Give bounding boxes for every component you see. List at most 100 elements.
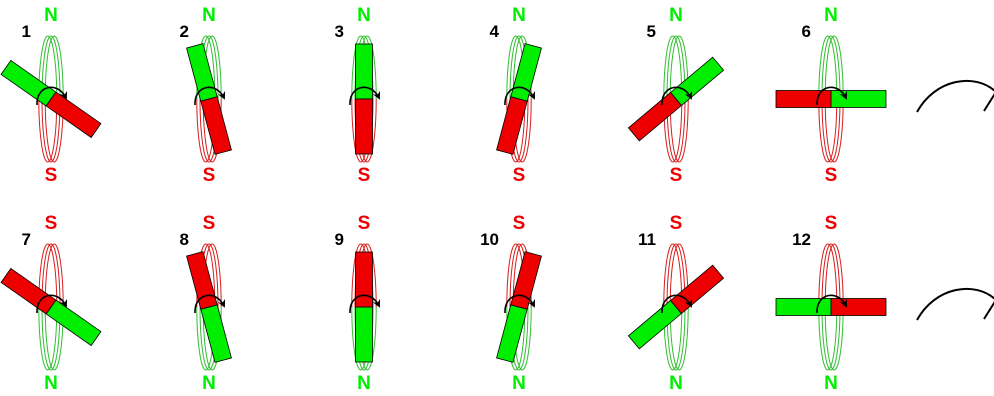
- coil-loop-top: [663, 243, 683, 308]
- bar-magnet: [627, 56, 725, 142]
- coil-loop-top: [669, 243, 689, 308]
- magnet-half-green: [627, 299, 683, 350]
- top-pole-label: S: [670, 213, 683, 234]
- row-arrows-layer: [916, 79, 994, 321]
- coil: [663, 243, 689, 371]
- magnet-half-green: [669, 56, 725, 107]
- coil: [38, 35, 64, 163]
- frame-number: 12: [792, 230, 811, 249]
- magnet-half-green: [355, 43, 373, 100]
- coil-loop-bottom: [38, 306, 58, 371]
- top-pole-label: S: [825, 213, 838, 234]
- magnet-half-green: [496, 304, 528, 363]
- coil-loop-top: [38, 243, 58, 308]
- coil-loop-top: [818, 35, 838, 100]
- pivot-rotation-arrow: [194, 294, 226, 314]
- magnet-half-green: [355, 306, 373, 363]
- magnet-half-green: [775, 298, 832, 316]
- magnet-half-red: [200, 96, 232, 155]
- bar-magnet: [775, 90, 887, 108]
- magnet-half-green: [0, 59, 57, 107]
- magnet-half-red: [496, 96, 528, 155]
- bar-magnet: [355, 251, 373, 363]
- frame-3: 3NS: [335, 5, 381, 186]
- bottom-pole-label: S: [825, 165, 838, 186]
- coil-loop-bottom: [41, 98, 61, 163]
- top-pole-label: S: [513, 213, 526, 234]
- frame-1: 1NS: [0, 5, 102, 186]
- bottom-pole-label: N: [202, 373, 216, 394]
- coil-loop-top: [666, 35, 686, 100]
- magnet-half-green: [186, 43, 218, 102]
- frame-4: 4N S: [490, 5, 542, 186]
- coil-loop-top: [821, 35, 841, 100]
- magnet-half-red: [775, 90, 832, 108]
- rotation-arrow-row-1: [916, 79, 994, 113]
- coil-loop-bottom: [821, 306, 841, 371]
- rotation-arrow-row-1-head: [983, 93, 994, 112]
- bottom-pole-label: S: [358, 165, 371, 186]
- coil-loop-top: [44, 243, 64, 308]
- frame-8: 8SN: [180, 213, 232, 394]
- frame-number: 5: [647, 22, 656, 41]
- bar-magnet: [627, 264, 725, 350]
- magnet-half-green: [200, 304, 232, 363]
- pivot-rotation-arrow: [504, 86, 536, 106]
- coil-loop-bottom: [821, 98, 841, 163]
- magnet-half-red: [355, 251, 373, 308]
- frame-7: 7SN: [0, 213, 102, 394]
- top-pole-label: S: [45, 213, 58, 234]
- coil: [818, 243, 844, 371]
- frame-number: 2: [180, 22, 189, 41]
- coil-loop-bottom: [669, 306, 689, 371]
- coil-loop-bottom: [663, 306, 683, 371]
- frame-9: 9SN: [335, 213, 381, 394]
- bar-magnet: [186, 43, 232, 155]
- bar-magnet: [0, 59, 102, 139]
- coil-loop-top: [669, 35, 689, 100]
- top-pole-label: N: [512, 5, 526, 26]
- coil: [663, 35, 689, 163]
- coil-loop-top: [663, 35, 683, 100]
- pivot-rotation-arrow: [661, 294, 693, 314]
- pivot-rotation-arrow: [36, 294, 68, 314]
- bottom-pole-label: S: [45, 165, 58, 186]
- bar-magnet: [775, 298, 887, 316]
- bar-magnet: [496, 251, 542, 363]
- coil-loop-bottom: [41, 306, 61, 371]
- bottom-pole-label: S: [513, 165, 526, 186]
- pivot-rotation-arrow: [504, 294, 536, 314]
- top-pole-label: N: [669, 5, 683, 26]
- coil-loop-bottom: [824, 98, 844, 163]
- bar-magnet: [496, 43, 542, 155]
- coil-loop-top: [38, 35, 58, 100]
- top-pole-label: S: [358, 213, 371, 234]
- frame-number: 4: [490, 22, 500, 41]
- frame-number: 6: [802, 22, 811, 41]
- pivot-rotation-arrow: [816, 294, 848, 314]
- pivot-rotation-arrow: [349, 294, 381, 314]
- coil-loop-bottom: [666, 306, 686, 371]
- magnet-half-red: [186, 251, 218, 310]
- rotation-arrow-row-2: [916, 287, 994, 321]
- coil-loop-bottom: [663, 98, 683, 163]
- coil-loop-top: [821, 243, 841, 308]
- coil-loop-bottom: [38, 98, 58, 163]
- coil-loop-top: [666, 243, 686, 308]
- bottom-pole-label: N: [824, 373, 838, 394]
- coil-loop-top: [824, 243, 844, 308]
- magnet-half-red: [510, 251, 542, 310]
- bar-magnet: [355, 43, 373, 155]
- magnet-half-red: [627, 91, 683, 142]
- frame-number: 8: [180, 230, 189, 249]
- bottom-pole-label: N: [357, 373, 371, 394]
- rotation-arrow-row-2-head: [983, 301, 994, 320]
- bottom-pole-label: S: [670, 165, 683, 186]
- frame-5: 5N S: [627, 5, 725, 186]
- pivot-rotation-arrow: [36, 86, 68, 106]
- top-pole-label: N: [44, 5, 58, 26]
